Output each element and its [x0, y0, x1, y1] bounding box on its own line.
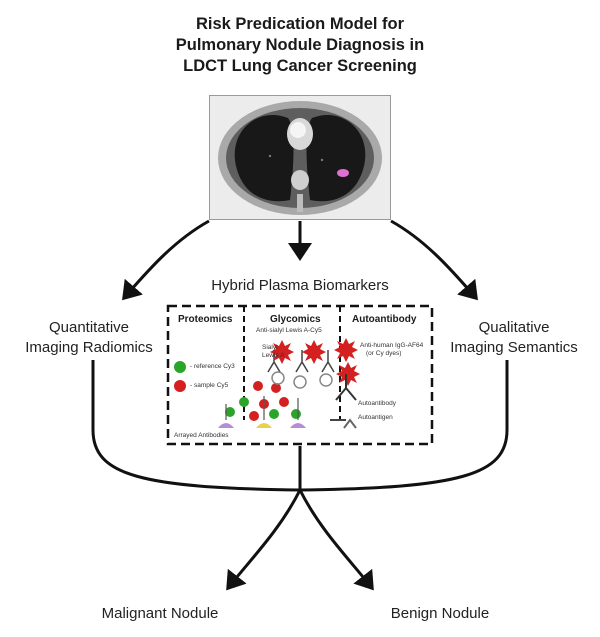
left-label-line-1: Quantitative	[48, 319, 130, 336]
autoantibody-title: Autoantibody	[352, 314, 417, 325]
lewis-note: Lewis A	[262, 352, 285, 359]
anti-sialyl-note: Anti-sialyl Lewis A-Cy5	[256, 327, 322, 334]
arrow-left	[122, 219, 210, 301]
arrayed-antibodies-note: Arrayed Antibodies	[174, 432, 229, 439]
glycomics-title: Glycomics	[270, 314, 321, 325]
arrow-benign	[298, 489, 374, 591]
sample-note: - sample Cy5	[190, 382, 229, 389]
sialyl-note: Sialyl	[262, 344, 278, 351]
right-label-line-2: Imaging Semantics	[450, 339, 578, 356]
benign-nodule-label: Benign Nodule	[390, 605, 490, 622]
malignant-nodule-label: Malignant Nodule	[101, 605, 219, 622]
title-line-1: Risk Predication Model for	[195, 15, 405, 33]
autoantibody-graphic	[330, 374, 357, 429]
hybrid-plasma-biomarkers-label: Hybrid Plasma Biomarkers	[211, 277, 389, 294]
anti-human-note: Anti-human IgG-AF64	[360, 342, 424, 349]
ct-scan-image	[209, 95, 391, 220]
biomarker-box	[166, 304, 434, 446]
qualitative-imaging-semantics-label: Qualitative Imaging Semantics	[430, 318, 598, 358]
antibody-array-graphic	[218, 381, 306, 428]
arrow-right	[390, 219, 478, 301]
right-label-line-1: Qualitative	[478, 319, 550, 336]
red-dot-icon	[174, 380, 186, 392]
reference-note: - reference Cy3	[190, 363, 235, 370]
arrow-malignant	[226, 489, 302, 591]
red-star-icon	[270, 338, 360, 386]
autoantibody-note: Autoantibody	[358, 400, 396, 407]
proteomics-title: Proteomics	[178, 314, 233, 325]
diagram-title: Risk Predication Model for Pulmonary Nod…	[0, 14, 600, 77]
green-dot-icon	[174, 361, 186, 373]
title-line-3: LDCT Lung Cancer Screening	[183, 57, 417, 75]
autoantigen-note: Autoantigen	[358, 414, 393, 421]
left-label-line-2: Imaging Radiomics	[25, 339, 153, 356]
ct-scan-graphic	[210, 96, 390, 219]
title-line-2: Pulmonary Nodule Diagnosis in	[175, 36, 425, 54]
cy-dyes-note: (or Cy dyes)	[366, 350, 402, 357]
quantitative-imaging-radiomics-label: Quantitative Imaging Radiomics	[4, 318, 174, 358]
nodule-highlight	[337, 169, 349, 177]
